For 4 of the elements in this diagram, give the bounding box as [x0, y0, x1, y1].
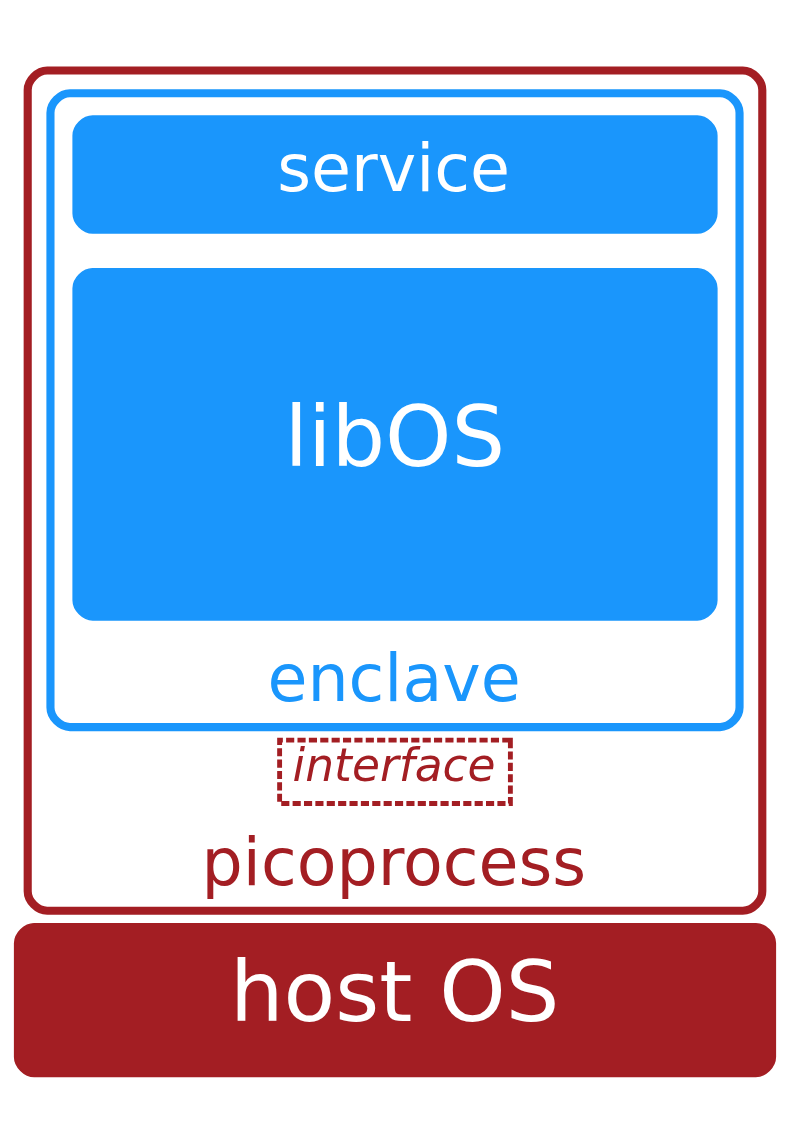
node-box: interface [277, 737, 513, 806]
node-box: libOS [72, 267, 718, 621]
node-box: host OS [13, 922, 777, 1078]
node-box: service [72, 115, 718, 234]
